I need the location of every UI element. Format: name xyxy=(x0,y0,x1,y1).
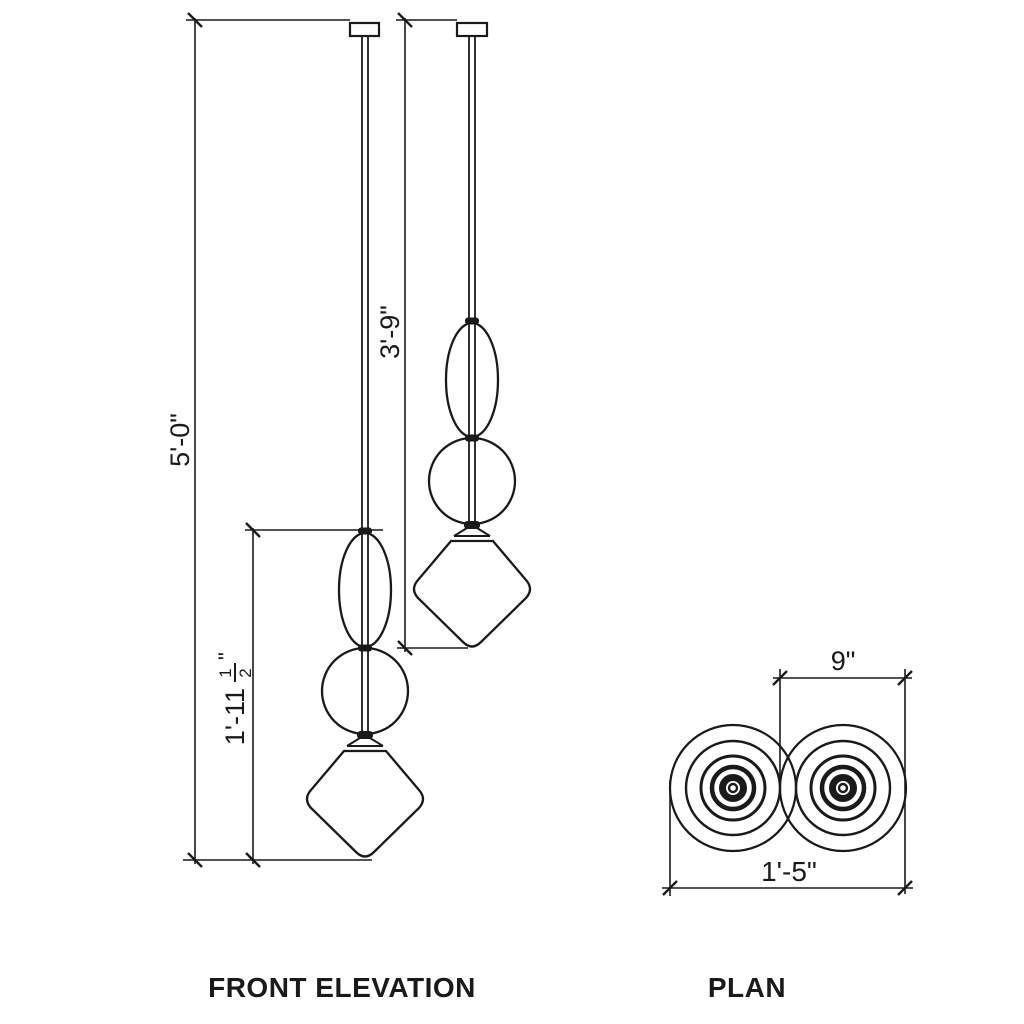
sphere-glass-shade xyxy=(320,646,410,736)
shade-outline-circle xyxy=(668,723,798,853)
front-elevation-view: 5'-0" 1'-11 1 2 " 3'-9" xyxy=(165,12,532,868)
collar-cone xyxy=(346,737,361,747)
connector-node xyxy=(357,731,373,739)
dim-overall-height-text: 5'-0" xyxy=(165,413,195,467)
tick-mark xyxy=(245,522,261,538)
diamond-glass-shade xyxy=(412,539,532,648)
collar-ring xyxy=(819,764,867,812)
connector-node xyxy=(464,521,480,529)
dim-left-pendant-drop: 1'-11 1 2 " xyxy=(214,522,383,868)
oval-outline-circle xyxy=(809,754,877,822)
collar-cone xyxy=(453,527,468,537)
canopy-ring xyxy=(719,774,747,802)
dim-left-pendant-suffix-text: " xyxy=(214,652,239,660)
ceiling-mount xyxy=(455,21,489,38)
plan-pendant-left xyxy=(668,723,798,853)
tick-mark xyxy=(772,670,788,686)
tick-mark xyxy=(187,12,203,28)
dim-right-pendant-drop: 3'-9" xyxy=(375,12,468,656)
tick-mark xyxy=(187,852,203,868)
dim-overall-height: 5'-0" xyxy=(165,12,372,868)
ceiling-mount xyxy=(348,21,381,38)
dim-shade-diameter-text: 9" xyxy=(831,646,856,676)
tick-mark xyxy=(662,880,678,896)
dim-left-pendant-fraction-numerator: 1 xyxy=(216,668,235,677)
diamond-glass-shade xyxy=(305,749,425,858)
sphere-glass-shade xyxy=(427,436,517,526)
pendant-left xyxy=(305,21,425,858)
collar-cone xyxy=(369,737,384,747)
dim-shade-diameter: 9" xyxy=(772,646,913,894)
collar-cone xyxy=(476,527,491,537)
oval-glass-shade xyxy=(444,321,500,439)
tick-mark xyxy=(897,670,913,686)
dim-left-pendant-prefix-text: 1'-11 xyxy=(220,688,250,745)
rod-center-circle xyxy=(727,782,739,794)
oval-glass-shade xyxy=(337,531,393,649)
dim-left-pendant-text-group: 1'-11 1 2 " xyxy=(214,652,255,745)
collar-ring xyxy=(709,764,757,812)
dim-right-pendant-text: 3'-9" xyxy=(375,305,405,359)
dim-overall-width: 1'-5" xyxy=(662,780,913,896)
canopy-ring xyxy=(829,774,857,802)
tick-mark xyxy=(397,640,413,656)
pendant-right xyxy=(412,21,532,648)
rod-center-circle xyxy=(837,782,849,794)
dim-overall-width-text: 1'-5" xyxy=(761,856,817,887)
front-elevation-label: FRONT ELEVATION xyxy=(208,972,476,1003)
sphere-outline-circle xyxy=(794,739,892,837)
plan-label: PLAN xyxy=(708,972,786,1003)
dim-left-pendant-fraction-denominator: 2 xyxy=(236,668,255,677)
plan-pendant-right xyxy=(778,723,908,853)
shade-outline-circle xyxy=(778,723,908,853)
tick-mark xyxy=(897,880,913,896)
tick-mark xyxy=(397,12,413,28)
plan-view: 9" 1'-5" xyxy=(662,646,913,896)
tick-mark xyxy=(245,852,261,868)
oval-outline-circle xyxy=(699,754,767,822)
